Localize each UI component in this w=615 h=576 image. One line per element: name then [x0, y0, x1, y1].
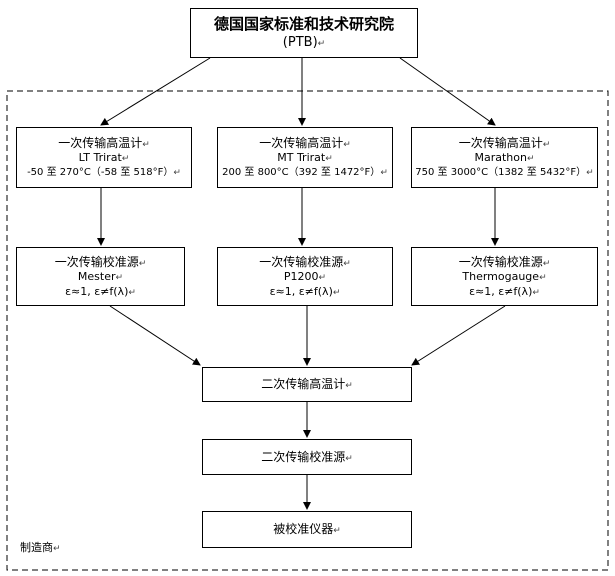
secondary-source-label: 二次传输校准源 [261, 449, 346, 464]
thermometer-range: 200 至 800°C（392 至 1472°F） [222, 167, 381, 179]
calibrated-device-box: 被校准仪器↵ [202, 511, 412, 548]
secondary-source-box: 二次传输校准源↵ [202, 439, 412, 475]
arrow-thermogauge-to-secondary [411, 305, 506, 366]
source-emissivity: ε≈1, ε≠f(λ) [65, 284, 129, 298]
thermometer-model: Marathon [474, 151, 527, 165]
manufacturer-frame-label: 制造商↵ [20, 541, 61, 554]
thermometer-range: -50 至 270°C（-58 至 518°F） [27, 167, 174, 179]
secondary-thermometer-label: 二次传输高温计 [261, 377, 346, 392]
source-emissivity: ε≈1, ε≠f(λ) [269, 284, 333, 298]
primary-thermometer-mt-trirat: 一次传输高温计↵ MT Trirat↵ 200 至 800°C（392 至 14… [217, 127, 393, 188]
thermometer-label: 一次传输高温计 [259, 136, 344, 151]
source-emissivity: ε≈1, ε≠f(λ) [469, 284, 533, 298]
ptb-box: 德国国家标准和技术研究院 (PTB)↵ [190, 8, 418, 58]
primary-source-mester: 一次传输校准源↵ Mester↵ ε≈1, ε≠f(λ)↵ [16, 247, 185, 306]
primary-source-thermogauge: 一次传输校准源↵ Thermogauge↵ ε≈1, ε≠f(λ)↵ [411, 247, 598, 306]
ptb-subtitle: (PTB) [282, 35, 318, 51]
ptb-title: 德国国家标准和技术研究院 [213, 15, 394, 34]
thermometer-range: 750 至 3000°C（1382 至 5432°F） [415, 167, 587, 179]
manufacturer-frame [6, 90, 609, 571]
source-model: Mester [77, 269, 116, 283]
arrow-mester-to-secondary [109, 305, 201, 366]
arrow-ptb-to-lt [100, 57, 211, 126]
source-model: Thermogauge [462, 269, 540, 283]
thermometer-label: 一次传输高温计 [458, 136, 543, 151]
source-label: 一次传输校准源 [458, 254, 543, 269]
source-label: 一次传输校准源 [259, 254, 344, 269]
secondary-thermometer-box: 二次传输高温计↵ [202, 367, 412, 402]
primary-source-p1200: 一次传输校准源↵ P1200↵ ε≈1, ε≠f(λ)↵ [217, 247, 393, 306]
source-label: 一次传输校准源 [54, 254, 139, 269]
thermometer-model: LT Trirat [78, 151, 122, 165]
source-model: P1200 [283, 269, 319, 283]
thermometer-model: MT Trirat [277, 151, 326, 165]
thermometer-label: 一次传输高温计 [58, 136, 143, 151]
arrow-ptb-to-marathon [399, 57, 496, 126]
calibrated-device-label: 被校准仪器 [273, 522, 334, 537]
primary-thermometer-lt-trirat: 一次传输高温计↵ LT Trirat↵ -50 至 270°C（-58 至 51… [16, 127, 192, 188]
primary-thermometer-marathon: 一次传输高温计↵ Marathon↵ 750 至 3000°C（1382 至 5… [411, 127, 598, 188]
